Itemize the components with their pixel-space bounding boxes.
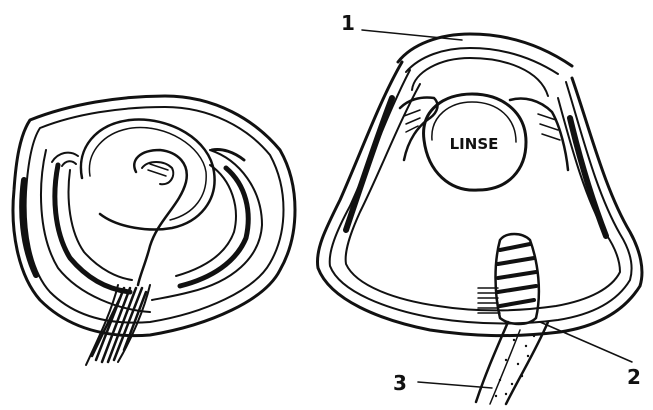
callout-2-label: 2 [627,365,641,389]
left-vesicle-outer [81,120,215,230]
right-iris-left [400,97,437,160]
left-curl-hatch [148,164,168,176]
callout-3-label: 3 [393,371,407,395]
left-vesicle-inner [89,128,206,220]
right-iris-right-hatch [538,114,560,140]
left-eye-cross-section [13,96,295,365]
lens-label: LINSE [450,135,499,153]
left-wall-layer-1 [26,107,284,323]
callout-1-label: 1 [341,11,355,35]
right-left-dark-stripe [346,98,392,230]
right-anterior-chamber [412,58,548,96]
right-wall-layer-1 [330,70,632,324]
right-iris-right [510,99,568,171]
right-right-dark-stripe [570,118,606,236]
right-cornea-outer [398,34,572,66]
right-cornea-inner [406,48,558,74]
left-dark-stripe-inner [55,165,130,292]
right-eye-cross-section: LINSE [317,11,641,404]
callout-2-leader [540,322,632,362]
